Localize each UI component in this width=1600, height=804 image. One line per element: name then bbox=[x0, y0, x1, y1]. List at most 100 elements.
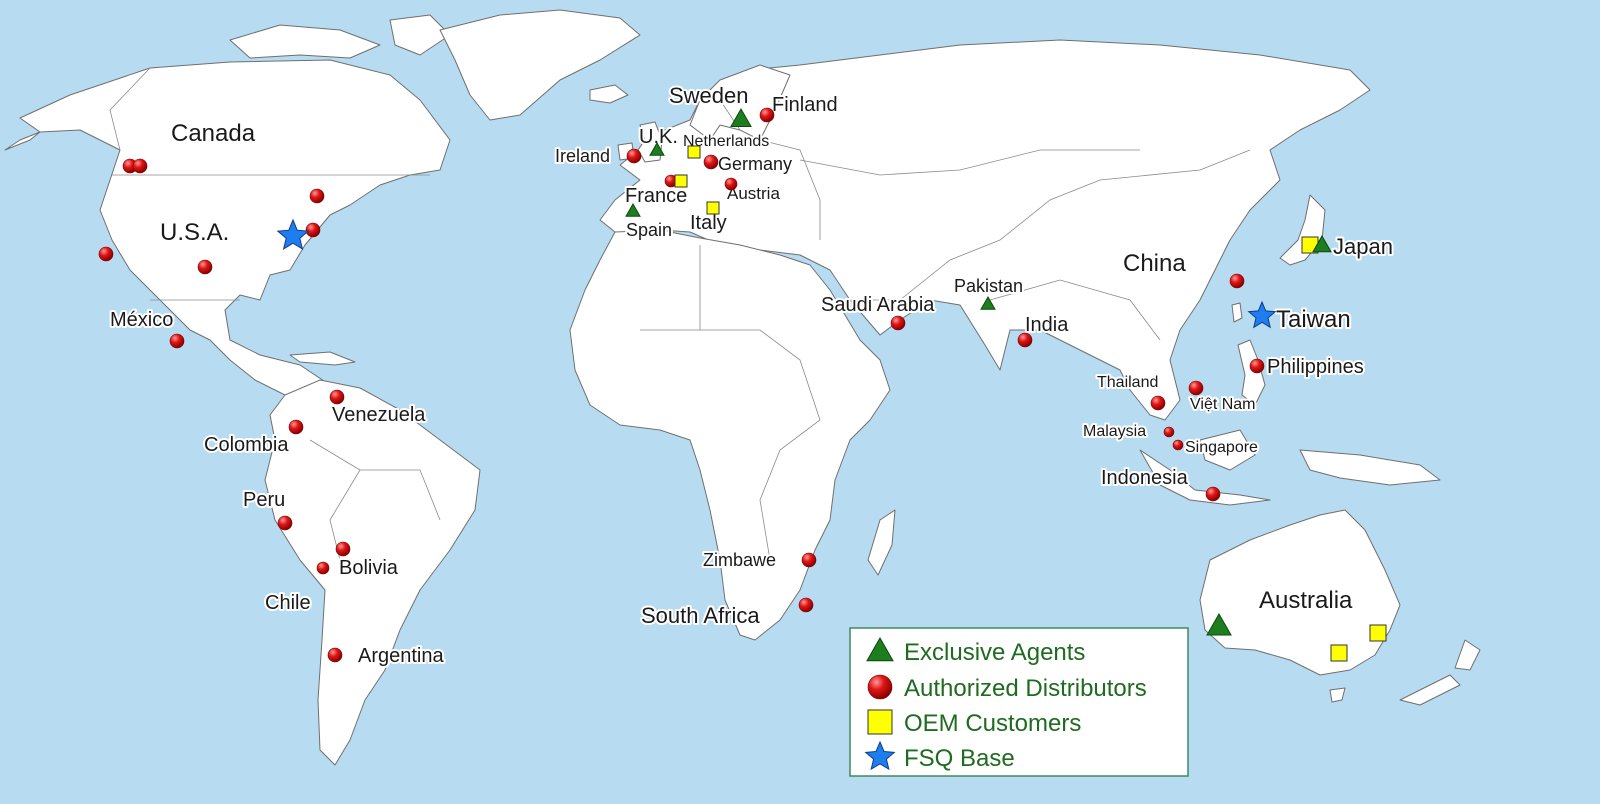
legend-label-agent: Exclusive Agents bbox=[904, 639, 1085, 666]
madagascar-landmass bbox=[867, 509, 896, 576]
agent-marker-pakistan-26 bbox=[980, 295, 996, 310]
distributor-marker-bolivia-11 bbox=[335, 541, 351, 557]
distributor-marker-south-africa-39 bbox=[798, 597, 814, 613]
arctic-islands bbox=[229, 14, 451, 59]
distributor-marker-colombia-9 bbox=[288, 419, 304, 435]
distributor-marker-germany-19 bbox=[703, 154, 719, 170]
country-label-bolivia: Bolivia bbox=[339, 557, 399, 579]
country-label-south-africa: South Africa bbox=[641, 603, 760, 628]
country-label-peru: Peru bbox=[243, 489, 285, 511]
distributor-marker-malaysia-35 bbox=[1163, 426, 1175, 438]
country-label-taiwan: Taiwan bbox=[1276, 306, 1351, 333]
legend-yellow-square-icon bbox=[867, 709, 893, 735]
tasmania-landmass bbox=[1329, 687, 1346, 703]
country-label-finland: Finland bbox=[772, 94, 838, 116]
country-label-france: France bbox=[625, 185, 687, 207]
distributor-marker-india-27 bbox=[1017, 332, 1033, 348]
country-label-philippines: Philippines bbox=[1267, 356, 1364, 378]
legend-green-triangle-icon bbox=[866, 636, 894, 662]
country-label-canada: Canada bbox=[171, 120, 256, 147]
distributor-marker-venezuela-8 bbox=[329, 389, 345, 405]
country-label-viet-nam: Việt Nam bbox=[1190, 396, 1256, 413]
oem-marker-netherlands-17 bbox=[687, 145, 701, 159]
agent-marker-australia-40 bbox=[1206, 612, 1232, 636]
iceland-landmass bbox=[589, 84, 629, 104]
australia-landmass bbox=[1199, 509, 1401, 676]
legend-label-oem: OEM Customers bbox=[904, 710, 1081, 737]
country-borders bbox=[109, 67, 1251, 561]
distributor-marker-argentina-13 bbox=[327, 647, 343, 663]
distributor-marker-canada-1 bbox=[132, 158, 148, 174]
legend-label-base: FSQ Base bbox=[904, 745, 1015, 772]
distributor-marker-u-s-a-4 bbox=[309, 188, 325, 204]
greenland-landmass bbox=[439, 9, 641, 121]
country-label-zimbawe: Zimbawe bbox=[703, 550, 776, 570]
location-markers bbox=[98, 107, 1387, 663]
oem-marker-france-21 bbox=[674, 174, 688, 188]
country-label-chile: Chile bbox=[265, 592, 311, 614]
base-marker-taiwan-31 bbox=[1247, 300, 1277, 329]
agent-marker-sweden-14 bbox=[730, 107, 752, 127]
country-label-malaysia: Malaysia bbox=[1083, 423, 1146, 440]
indonesia-landmass bbox=[1139, 429, 1441, 506]
new-zealand-landmass bbox=[1399, 639, 1481, 706]
philippines-landmass bbox=[1237, 339, 1266, 406]
country-label-u-k: U.K. bbox=[639, 126, 678, 148]
country-label-austria: Austria bbox=[727, 184, 780, 203]
distributor-marker-peru-10 bbox=[277, 515, 293, 531]
agent-marker-spain-23 bbox=[625, 202, 641, 217]
taiwan-landmass bbox=[1231, 302, 1243, 323]
distributor-marker-finland-15 bbox=[759, 107, 775, 123]
distributor-marker-chile-12 bbox=[316, 561, 330, 575]
distributor-marker-china-28 bbox=[1229, 273, 1245, 289]
country-label-pakistan: Pakistan bbox=[954, 276, 1023, 296]
distributor-marker-u-s-a-2 bbox=[98, 246, 114, 262]
country-label-thailand: Thailand bbox=[1097, 374, 1158, 391]
country-label-saudi-arabia: Saudi Arabia bbox=[821, 294, 935, 316]
north-america-landmass bbox=[19, 59, 451, 401]
country-label-u-s-a: U.S.A. bbox=[160, 219, 229, 246]
distributor-marker-viet-nam-34 bbox=[1188, 380, 1204, 396]
country-label-sweden: Sweden bbox=[669, 83, 749, 108]
distributor-marker-ireland-18 bbox=[626, 148, 642, 164]
country-label-netherlands: Netherlands bbox=[683, 133, 769, 150]
base-marker-u-s-a-6 bbox=[276, 218, 310, 250]
landmasses bbox=[4, 9, 1481, 766]
distributor-marker-thailand-33 bbox=[1150, 395, 1166, 411]
distributor-marker-singapore-36 bbox=[1172, 439, 1184, 451]
legend-label-distributor: Authorized Distributors bbox=[904, 675, 1147, 702]
cuba-landmass bbox=[289, 351, 356, 366]
oem-marker-australia-41 bbox=[1330, 644, 1348, 662]
distributor-marker-zimbawe-38 bbox=[801, 552, 817, 568]
country-label-singapore: Singapore bbox=[1185, 439, 1258, 456]
country-label-argentina: Argentina bbox=[358, 645, 444, 667]
country-label-venezuela: Venezuela bbox=[332, 404, 426, 426]
alaska-peninsula bbox=[4, 131, 41, 151]
oem-marker-australia-42 bbox=[1369, 624, 1387, 642]
country-label-germany: Germany bbox=[718, 154, 792, 174]
legend-red-circle-icon bbox=[867, 674, 893, 700]
legend-blue-star-icon bbox=[864, 740, 896, 771]
country-label-china: China bbox=[1123, 250, 1186, 277]
distributor-marker-mexico-7 bbox=[169, 333, 185, 349]
distributor-marker-austria-22 bbox=[724, 177, 738, 191]
country-label-colombia: Colombia bbox=[204, 434, 289, 456]
africa-landmass bbox=[569, 229, 891, 641]
country-label-mexico: México bbox=[110, 309, 173, 331]
distributor-marker-indonesia-37 bbox=[1205, 486, 1221, 502]
legend-box bbox=[849, 627, 1189, 777]
oem-marker-italy-24 bbox=[706, 201, 720, 215]
country-label-australia: Australia bbox=[1259, 587, 1353, 614]
distributor-marker-saudi-arabia-25 bbox=[890, 315, 906, 331]
country-label-spain: Spain bbox=[626, 220, 672, 240]
country-label-italy: Italy bbox=[690, 212, 727, 234]
south-america-landmass bbox=[264, 379, 481, 766]
distributor-marker-u-s-a-5 bbox=[305, 222, 321, 238]
country-label-japan: Japan bbox=[1333, 234, 1393, 259]
country-label-indonesia: Indonesia bbox=[1101, 467, 1189, 489]
country-label-india: India bbox=[1025, 314, 1069, 336]
agent-marker-u-k-16 bbox=[649, 141, 665, 156]
